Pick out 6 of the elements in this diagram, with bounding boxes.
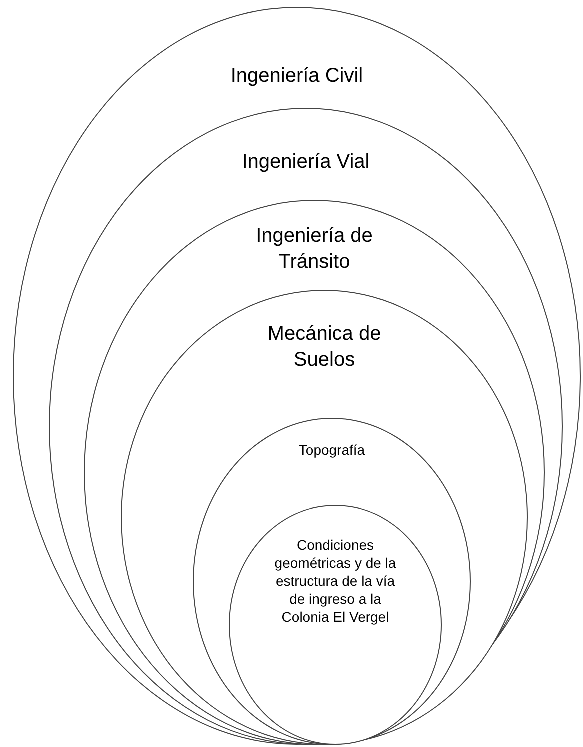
ellipse-label: Ingeniería Civil xyxy=(230,64,364,89)
ellipse-label: Ingeniería Vial xyxy=(241,150,371,175)
ellipse-label: Topografía xyxy=(298,441,366,459)
ellipse-label: Mecánica de Suelos xyxy=(266,322,382,373)
ellipse-label: Condiciones geométricas y de la estructura de la vía de ingreso a la Colonia El Vergel xyxy=(274,536,398,626)
ellipse-label: Ingeniería de Tránsito xyxy=(255,224,374,275)
